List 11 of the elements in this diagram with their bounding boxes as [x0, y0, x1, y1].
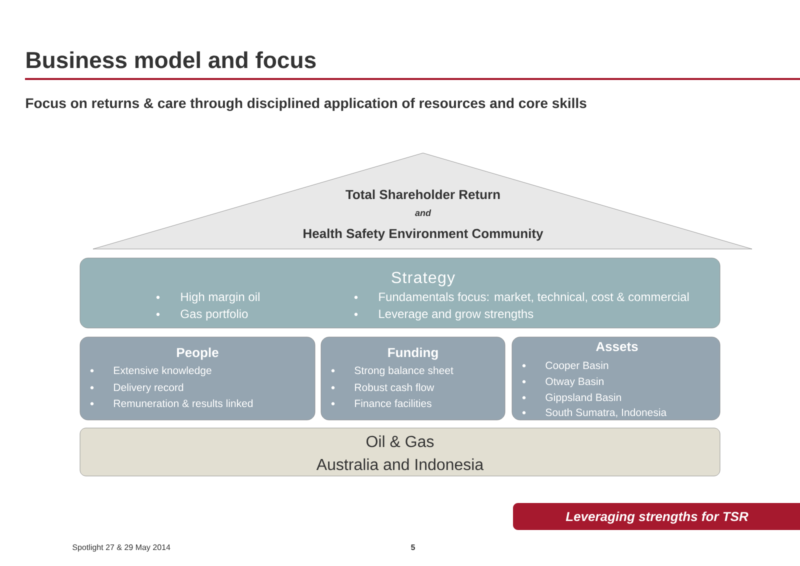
footer-text: Spotlight 27 & 29 May 2014 [72, 544, 170, 552]
foundation-box: Oil & Gas Australia and Indonesia [80, 428, 720, 476]
title: Business model and focus [26, 51, 316, 68]
pillar-box: People Extensive knowledge Delivery record Remuneration & results linked [80, 336, 316, 420]
roof-triangle: Total Shareholder Return and Health Safety Environment Community [92, 152, 752, 250]
strategy-box: Strategy High margin oil Gas portfolio Fundamentals focus: market, technical, cost & commercial Leverage and grow strengths [80, 258, 720, 328]
pillar-box: Funding Strong balance sheet Robust cash flow Finance facilities [320, 336, 506, 420]
subtitle: Focus on returns & care through disciplined application of resources and core skills [26, 98, 586, 111]
pillar-box: Assets Cooper Basin Otway Basin Gippsland Basin South Sumatra, Indonesia [512, 336, 720, 420]
page-number: 5 [411, 544, 415, 550]
banner: Leveraging strengths for TSR [513, 503, 800, 530]
